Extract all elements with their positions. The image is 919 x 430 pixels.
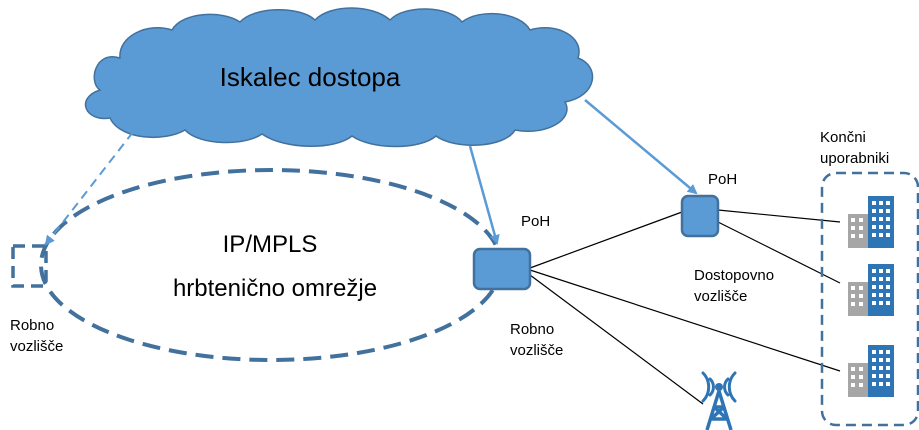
left-edge-node: Robno vozlišče [10,244,63,355]
end-users-label-line2: uporabniki [820,150,889,167]
access-node-label-line2: vozlišče [694,288,747,305]
edge-node-box [472,247,532,291]
access-node-label-line1: Dostopovno [694,267,774,284]
end-users-label-bg [816,124,918,168]
left-edge-label-line1: Robno [10,317,54,334]
access-node: PoH Dostopovno vozlišče [680,171,774,305]
links [529,209,841,405]
link-edge-tower [529,274,704,405]
edge-node-label-line2: vozlišče [510,342,563,359]
radio-tower-icon [701,371,737,430]
cloud-to-left-edge-arrow [44,131,134,246]
edge-node-label-line1: Robno [510,321,554,338]
edge-node: PoH Robno vozlišče [472,213,563,359]
left-edge-label-line2: vozlišče [10,338,63,355]
end-users-label-line1: Končni [820,129,866,146]
backbone-label-line1: IP/MPLS [223,231,318,258]
backbone-network: IP/MPLS hrbtenično omrežje [39,168,503,362]
edge-node-poh-label: PoH [521,213,550,230]
building-icon [848,264,894,316]
link-edge-building-bottom [529,269,841,372]
cloud-shape [84,7,594,148]
backbone-ellipse [39,168,503,362]
cloud-to-access-arrow [584,99,698,195]
cloud-to-edge-arrow [468,145,500,245]
access-node-box [680,194,720,238]
building-icon [848,345,894,397]
end-users-group: Končni uporabniki [816,124,919,427]
access-node-poh-label: PoH [708,171,737,188]
access-seeker-cloud: Iskalec dostopa [84,7,594,148]
link-access-building-middle [717,221,841,284]
backbone-label-line2: hrbtenično omrežje [173,275,377,302]
end-users-box [820,171,919,427]
building-icon [848,196,894,248]
link-edge-access [529,211,683,269]
cloud-label: Iskalec dostopa [220,62,401,92]
left-edge-node-box [11,244,48,288]
link-access-building-top [717,209,841,223]
